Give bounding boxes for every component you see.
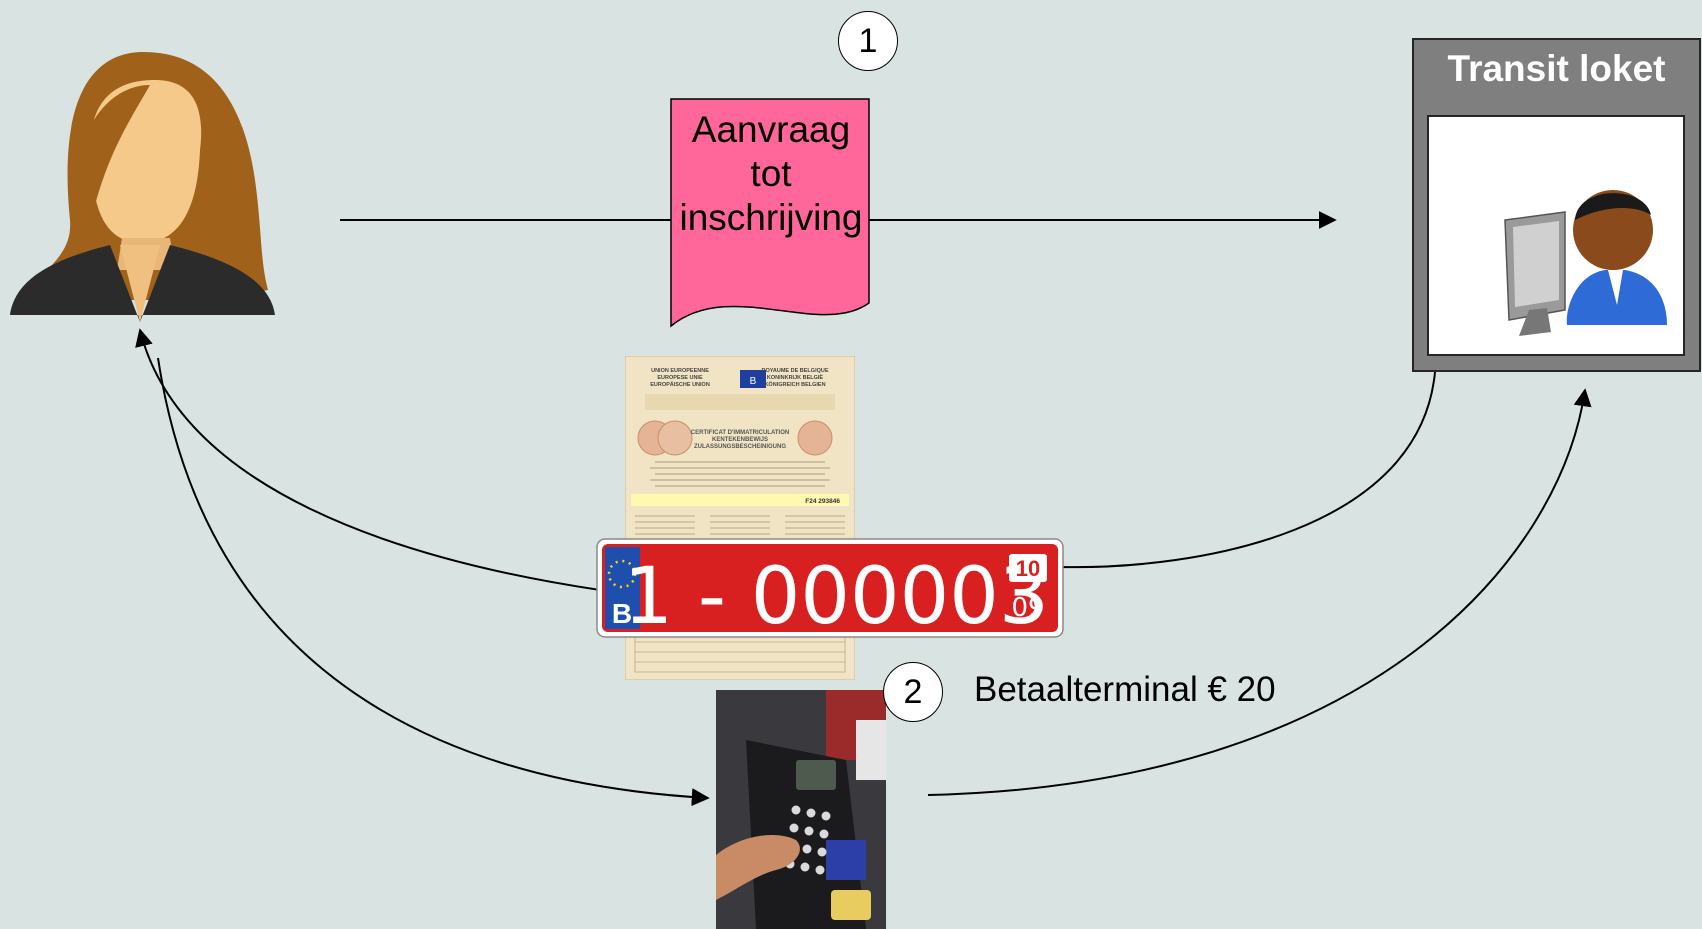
arrow-terminal-to-desk — [927, 388, 1592, 796]
svg-text:CERTIFICAT D'IMMATRICULATION: CERTIFICAT D'IMMATRICULATION — [691, 430, 789, 436]
step-2-badge: 2 — [883, 662, 943, 722]
eu-flag-icon — [740, 370, 766, 388]
license-plate: B 1 - 000003 10 09 — [596, 538, 1064, 638]
plate-month: 10 — [1016, 556, 1040, 581]
plate-number: 1 - 000003 — [623, 552, 1048, 638]
arrow-person-to-terminal — [157, 357, 710, 807]
request-document-shape — [670, 98, 870, 328]
certificate-flag-letter: B — [750, 376, 757, 387]
step-1-number: 1 — [858, 21, 878, 60]
step-2-number: 2 — [903, 672, 923, 711]
plate-country-code: B — [612, 598, 632, 629]
transit-desk-title: Transit loket — [1447, 48, 1666, 89]
svg-text:ROYAUME DE BELGIQUE: ROYAUME DE BELGIQUE — [761, 368, 828, 374]
clerk-at-computer-icon — [1504, 190, 1667, 336]
plate-year: 09 — [1011, 593, 1044, 623]
svg-text:KENTEKENBEWIJS: KENTEKENBEWIJS — [712, 437, 768, 443]
svg-text:UNION EUROPEENNE: UNION EUROPEENNE — [651, 368, 709, 374]
request-document-label: Aanvraag tot inschrijving — [679, 109, 863, 238]
certificate-serial: F24 293846 — [805, 498, 840, 505]
svg-text:ZULASSUNGSBESCHEINIGUNG: ZULASSUNGSBESCHEINIGUNG — [694, 444, 786, 450]
svg-text:EUROPESE UNIE: EUROPESE UNIE — [657, 375, 703, 381]
woman-avatar-icon — [10, 51, 275, 322]
step-1-badge: 1 — [838, 11, 898, 71]
svg-text:EUROPÄISCHE UNION: EUROPÄISCHE UNION — [650, 381, 710, 388]
svg-text:KONINKRIJK BELGIË: KONINKRIJK BELGIË — [767, 374, 824, 381]
payment-terminal-photo — [716, 690, 886, 929]
svg-text:KÖNIGREICH BELGIEN: KÖNIGREICH BELGIEN — [764, 381, 825, 388]
payment-terminal-label: Betaalterminal € 20 — [974, 670, 1276, 709]
